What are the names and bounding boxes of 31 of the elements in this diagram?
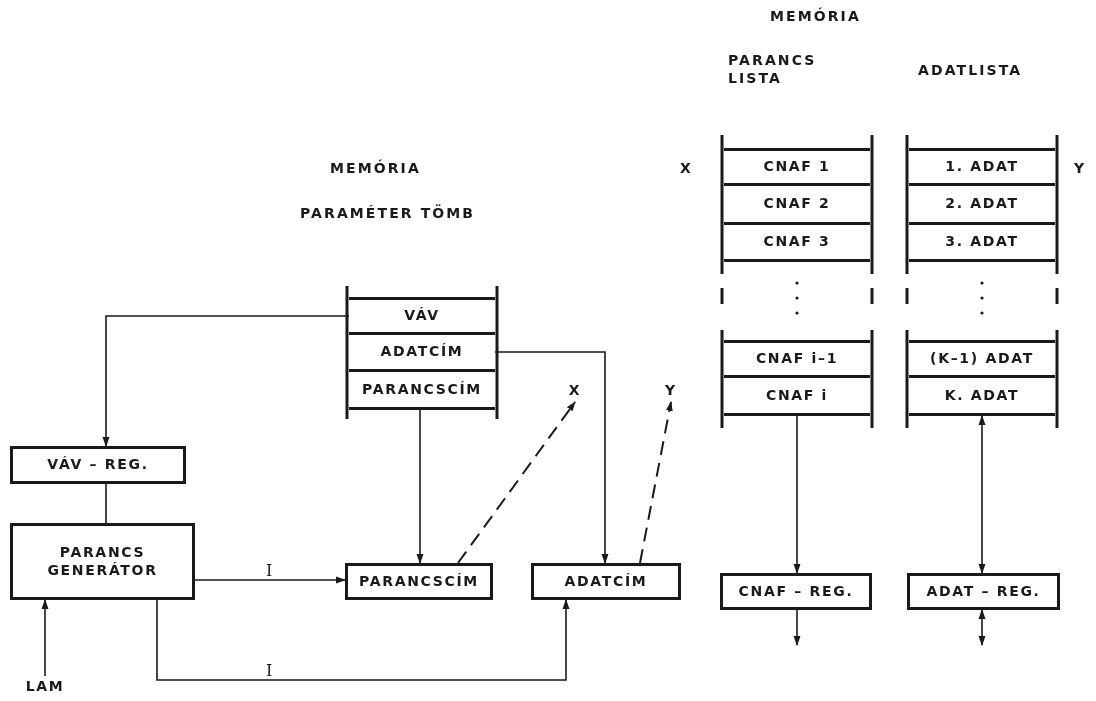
heading-label: ADATLISTA [918,62,1024,80]
heading-label: PARANCS LISTA [728,52,818,87]
arrow [41,599,49,677]
register-box: PARANCSCÍM [345,563,493,600]
table-row: VÁV [349,297,495,335]
signal-label: Y [660,380,682,402]
table-row: CNAF 1 [724,148,870,186]
arrow [793,609,801,646]
dashed-arrow [639,401,673,564]
arrow [416,409,424,564]
register-box: ADATCÍM [531,563,681,600]
table-row: 1. ADAT [909,148,1055,186]
register-box: CNAF – REG. [720,573,872,610]
table-row: CNAF i–1 [724,340,870,378]
table-row: (K–1) ADAT [909,340,1055,378]
row-marker: X [680,159,691,178]
heading-label: PARAMÉTER TÖMB [300,205,477,223]
row-marker: Y [1074,159,1085,178]
arrow [194,576,346,584]
register-box: ADAT – REG. [907,573,1060,610]
arrow [978,609,986,646]
arrow [978,415,986,574]
register-box: VÁV – REG. [10,446,186,484]
arrow [793,415,801,574]
heading-label: MEMÓRIA [770,8,862,26]
register-box: PARANCS GENERÁTOR [10,523,195,600]
signal-label: X [564,380,586,402]
arrow [156,599,570,681]
signal-label: LAM [18,676,72,698]
heading-label: MEMÓRIA [330,160,422,178]
dashed-arrow [457,401,576,564]
